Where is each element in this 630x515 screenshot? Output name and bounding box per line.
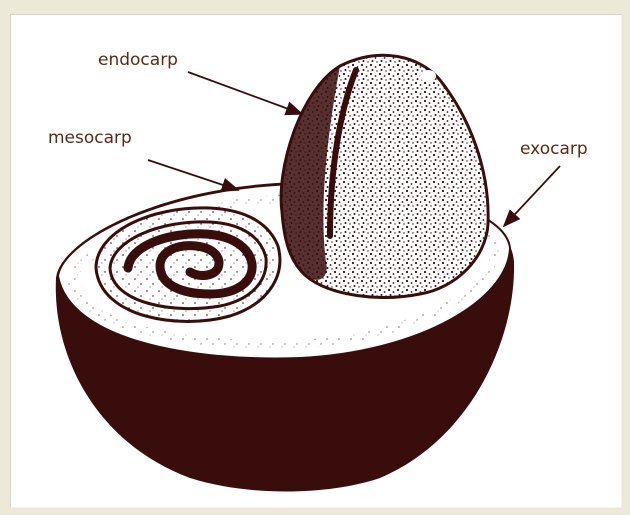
endocarp-label: endocarp	[98, 52, 178, 69]
mesocarp-label: mesocarp	[48, 130, 132, 147]
mesocarp-arrow	[148, 160, 238, 190]
exocarp-arrow	[504, 166, 560, 226]
endocarp-arrow	[188, 72, 302, 114]
endocarp-highlight	[420, 70, 436, 82]
exocarp-label: exocarp	[520, 141, 588, 158]
